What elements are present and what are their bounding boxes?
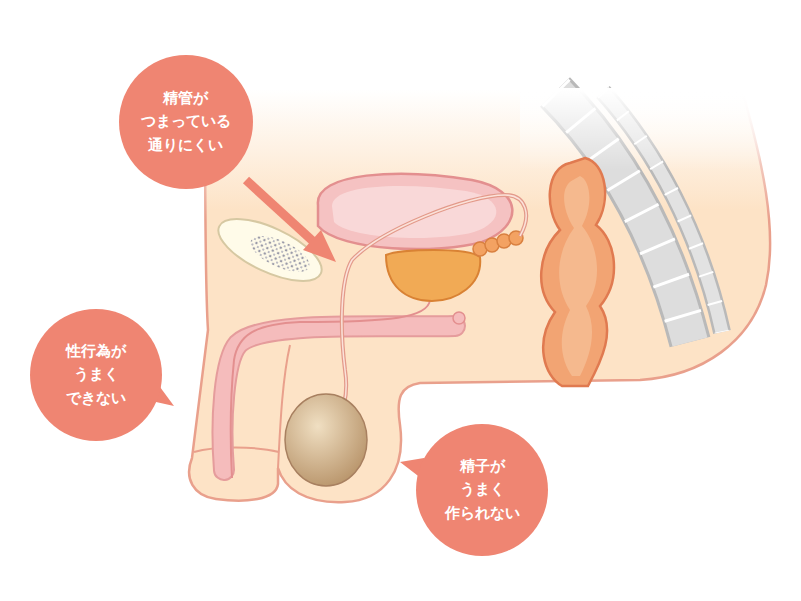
callout-text: 性行為が うまく できない bbox=[62, 340, 131, 410]
callout-bubble: 精子が うまく 作られない bbox=[416, 424, 548, 556]
bladder-part bbox=[318, 174, 512, 249]
callout-pointer bbox=[138, 180, 426, 482]
rectum bbox=[541, 158, 614, 386]
rectum-part bbox=[559, 176, 597, 376]
vas-deferens-part bbox=[338, 195, 526, 420]
callout-pointer-part bbox=[246, 180, 316, 244]
glans-line bbox=[194, 448, 279, 453]
prostate bbox=[386, 250, 480, 301]
testis bbox=[285, 394, 367, 486]
callout-bubble: 精管が つまっている 通りにくい bbox=[119, 55, 254, 190]
vas-deferens-part bbox=[338, 195, 526, 420]
rectum-part bbox=[541, 158, 614, 386]
callout-pointer-part bbox=[303, 230, 336, 262]
bladder bbox=[318, 174, 512, 249]
callout-text: 精管が つまっている 通りにくい bbox=[138, 87, 234, 157]
callout-text: 精子が うまく 作られない bbox=[442, 455, 523, 525]
bladder-part bbox=[332, 186, 496, 238]
seminal-vesicle bbox=[473, 231, 523, 256]
spine-part bbox=[520, 88, 760, 173]
penis-internal-part bbox=[453, 312, 465, 324]
vas-deferens bbox=[338, 195, 526, 420]
callout-bubble: 性行為が うまく できない bbox=[30, 309, 162, 441]
